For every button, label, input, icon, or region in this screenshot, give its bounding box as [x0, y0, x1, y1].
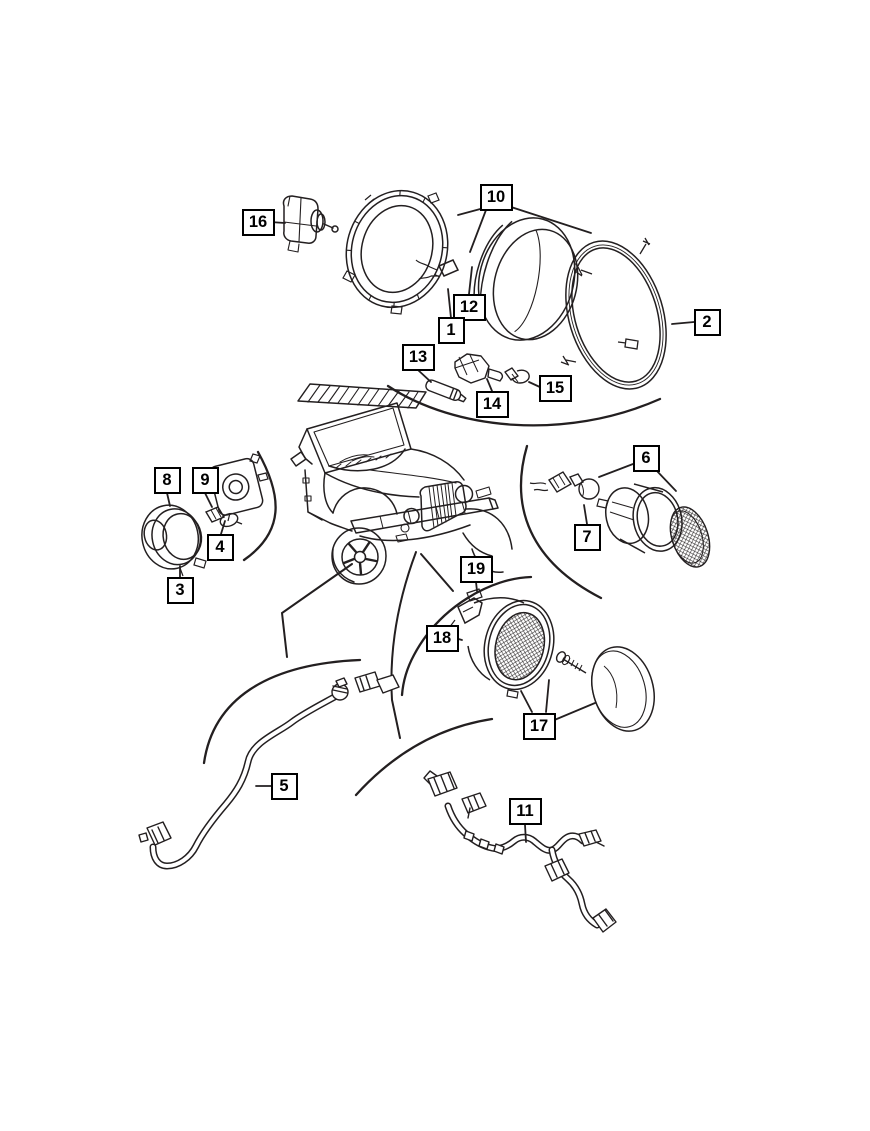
park-turn-bulb-drawing: [529, 471, 600, 500]
callout-leader-lines: [166, 205, 695, 843]
vehicle-leader-lines: [280, 551, 454, 739]
fog-lamp-wiring-harness-drawing: [423, 770, 617, 933]
leveling-motor-drawing: [282, 195, 339, 253]
fog-lamp-lens-drawing: [591, 646, 655, 732]
callout-2[interactable]: 2: [693, 308, 721, 336]
callout-4[interactable]: 4: [206, 533, 234, 561]
callout-15[interactable]: 15: [538, 374, 572, 402]
callout-3[interactable]: 3: [166, 576, 194, 604]
callout-1[interactable]: 1: [437, 316, 465, 344]
detail-circle-arcs: [202, 384, 662, 797]
side-lamp-bulb-drawing: [204, 506, 243, 528]
callout-13[interactable]: 13: [401, 343, 435, 371]
bulb-15-drawing: [504, 367, 530, 384]
vehicle-illustration: [290, 383, 513, 585]
fog-lamp-screw-drawing: [555, 651, 587, 674]
callout-9[interactable]: 9: [191, 466, 219, 494]
side-lamp-drawing: [141, 504, 207, 577]
fog-lamp-drawing: [448, 588, 555, 699]
callout-8[interactable]: 8: [153, 466, 181, 494]
callout-19[interactable]: 19: [459, 555, 493, 583]
callout-5[interactable]: 5: [270, 772, 298, 800]
side-lamp-housing-drawing: [209, 453, 269, 522]
bulb-socket-14-drawing: [454, 353, 504, 384]
callout-11[interactable]: 11: [508, 797, 542, 825]
callout-14[interactable]: 14: [475, 390, 509, 418]
callout-10[interactable]: 10: [479, 183, 513, 211]
callout-17[interactable]: 17: [522, 712, 556, 740]
callout-12[interactable]: 12: [452, 293, 486, 321]
bulb-13-drawing: [425, 379, 467, 403]
headlamp-trim-ring-drawing: [560, 237, 667, 390]
callout-6[interactable]: 6: [632, 444, 660, 472]
callout-7[interactable]: 7: [573, 523, 601, 551]
headlamp-wiring-harness-drawing: [138, 671, 400, 870]
callout-18[interactable]: 18: [425, 624, 459, 652]
headlamp-mounting-ring-drawing: [342, 189, 449, 315]
callout-16[interactable]: 16: [241, 208, 275, 236]
park-turn-lens-drawing: [669, 506, 711, 568]
